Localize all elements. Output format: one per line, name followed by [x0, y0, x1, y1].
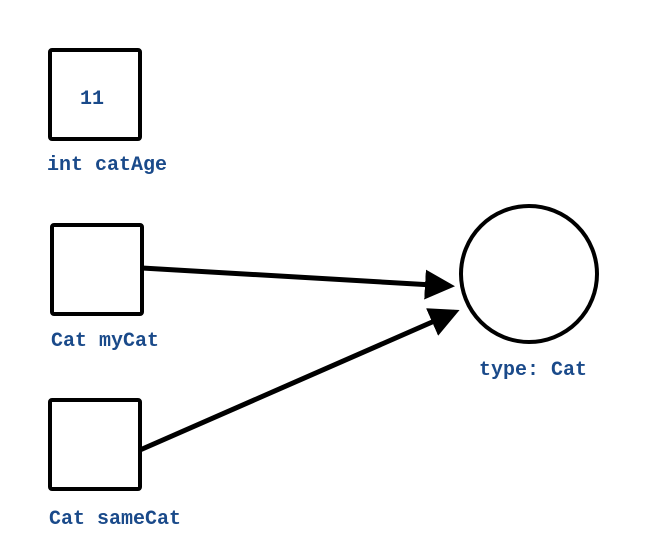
variable-box-myCat	[50, 223, 144, 316]
reference-arrow-myCat	[141, 265, 455, 300]
reference-arrow-sameCat	[138, 308, 460, 453]
variable-sameCat: Cat sameCat	[48, 398, 181, 531]
object-circle	[459, 204, 599, 344]
object-label: type: Cat	[479, 359, 587, 382]
variable-label-sameCat: Cat sameCat	[49, 508, 181, 531]
variable-label-myCat: Cat myCat	[51, 330, 159, 353]
variable-value-catAge: 11	[80, 88, 104, 111]
variable-box-sameCat	[48, 398, 142, 491]
variable-label-catAge: int catAge	[47, 154, 167, 177]
variable-box-catAge	[48, 48, 142, 141]
variable-myCat: Cat myCat	[50, 223, 159, 353]
object-cat: type: Cat	[459, 204, 599, 382]
variable-catAge: 11 int catAge	[47, 48, 167, 177]
